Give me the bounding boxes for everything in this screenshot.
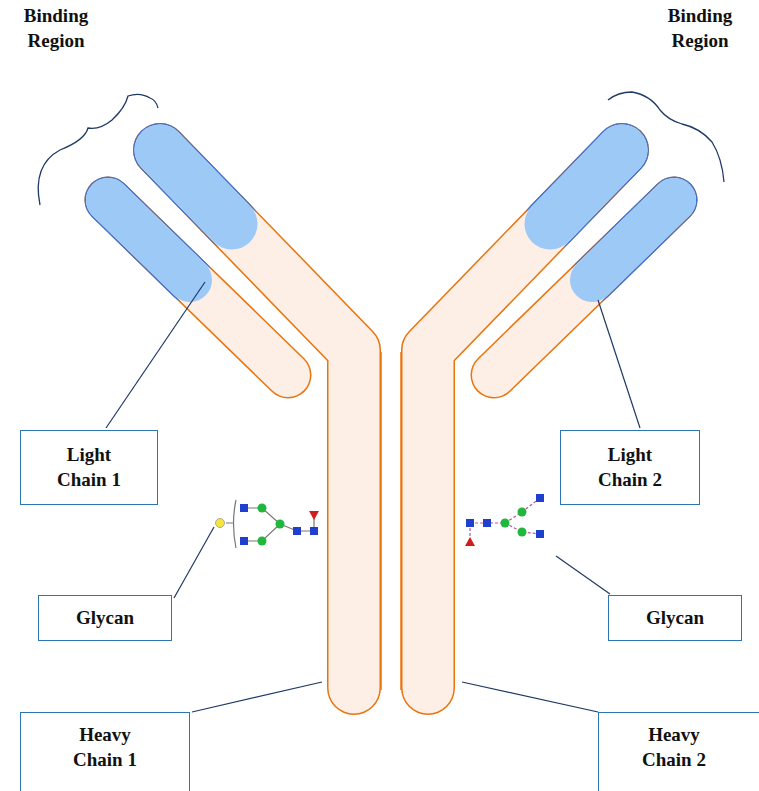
brace-left [38,94,158,205]
part-name: Light Chain 1 [44,443,134,492]
part-name: Heavy Chain 2 [629,723,719,772]
part-name: Heavy Chain 1 [60,723,150,772]
region-label: Binding Region [650,4,750,53]
label-box: Light Chain 2 [560,430,700,505]
glycan-residues-left [216,504,320,546]
glycan-residues-right [465,494,544,546]
part-name: Glycan [646,606,704,631]
glycan-symbol-right [470,498,540,538]
region-label: Binding Region [6,4,106,53]
part-name: Glycan [76,606,134,631]
part-name: Light Chain 2 [585,443,675,492]
label-box: Glycan [38,595,172,641]
label-box: Heavy Chain 1 [20,712,190,791]
brace-right [608,92,724,182]
label-box: Heavy Chain 2 [598,712,759,791]
glycan-symbol-left [226,500,314,548]
label-box: Light Chain 1 [20,430,158,505]
label-box: Glycan [608,595,742,641]
